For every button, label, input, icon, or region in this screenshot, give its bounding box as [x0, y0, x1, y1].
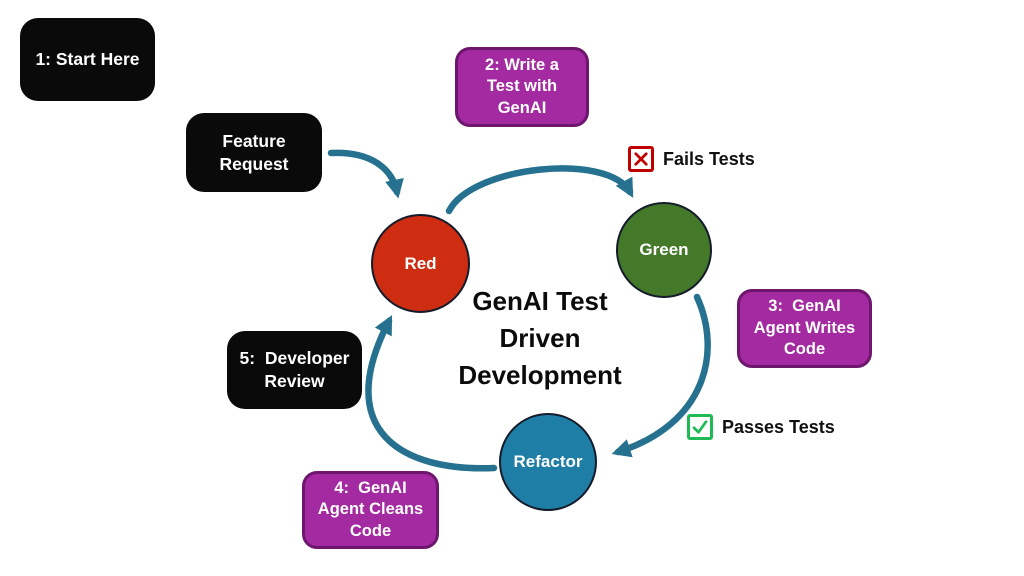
arrow-green-to-refactor: [611, 293, 711, 458]
green-node-label: Green: [639, 240, 689, 259]
developer-review-line2: Review: [264, 371, 325, 391]
developer-review-line1: 5: Developer: [239, 348, 350, 368]
arrow-refactor-to-red: [365, 315, 498, 472]
fails-tests-label: Fails Tests: [663, 148, 755, 169]
agent-cleans-code-line3: Code: [349, 521, 392, 540]
passes-tests-label: Passes Tests: [722, 416, 835, 437]
write-test-line3: GenAI: [497, 98, 547, 117]
refactor-node-label: Refactor: [513, 452, 583, 471]
agent-cleans-code-box: 4: GenAI Agent Cleans Code: [302, 471, 439, 549]
agent-writes-code-line2: Agent Writes: [753, 318, 856, 337]
start-here-box: 1: Start Here: [20, 18, 155, 101]
agent-writes-code-line3: Code: [783, 340, 826, 359]
developer-review-box: 5: Developer Review: [227, 331, 362, 409]
write-test-box: 2: Write a Test with GenAI: [455, 47, 589, 127]
agent-writes-code-box: 3: GenAI Agent Writes Code: [737, 289, 872, 368]
agent-cleans-code-line1: 4: GenAI: [334, 478, 407, 497]
feature-request-line1: Feature: [222, 130, 286, 151]
red-node-label: Red: [404, 253, 437, 273]
arrow-red-to-green: [445, 165, 634, 215]
agent-writes-code-line1: 3: GenAI: [768, 297, 841, 316]
feature-request-box: Feature Request: [186, 113, 322, 192]
diagram-title: GenAI Test Driven Development: [420, 283, 660, 394]
start-here-label: 1: Start Here: [35, 49, 140, 69]
passes-tests-badge: Passes Tests: [687, 414, 835, 440]
green-node: Green: [616, 202, 712, 298]
diagram-title-line2: Driven: [499, 323, 581, 353]
fail-x-icon: [628, 146, 654, 172]
write-test-line1: 2: Write a: [485, 55, 559, 74]
refactor-node: Refactor: [499, 413, 597, 511]
feature-request-line2: Request: [219, 153, 289, 174]
arrow-feature-to-red: [327, 149, 404, 199]
agent-cleans-code-line2: Agent Cleans: [317, 500, 424, 519]
pass-check-icon: [687, 414, 713, 440]
diagram-title-line1: GenAI Test: [472, 286, 608, 316]
diagram-title-line3: Development: [458, 360, 622, 390]
write-test-line2: Test with: [486, 77, 558, 96]
fails-tests-badge: Fails Tests: [628, 146, 755, 172]
red-node: Red: [371, 214, 470, 313]
